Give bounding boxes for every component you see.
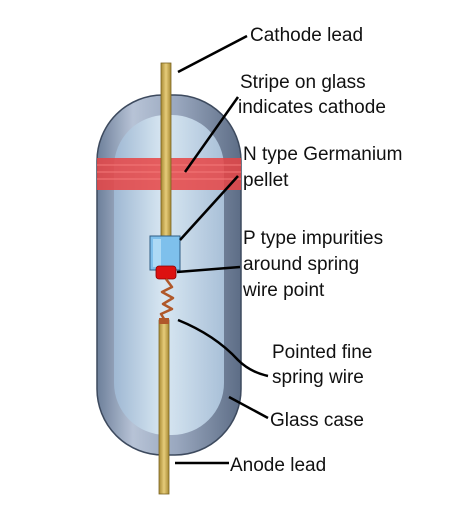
ptype-label-line3: wire point: [242, 280, 325, 301]
ptype-label-line2: around spring: [243, 254, 359, 275]
cathode-lead: [160, 62, 172, 242]
anode-lead-label: Anode lead: [230, 455, 326, 476]
spring-label-line2: spring wire: [272, 367, 364, 388]
glass-case-label: Glass case: [270, 410, 364, 431]
spring-wire: [159, 278, 175, 323]
ntype-label-line2: pellet: [243, 170, 289, 191]
p-type-region: [155, 265, 177, 280]
leader-lines: [175, 34, 269, 465]
cathode-lead-label: Cathode lead: [250, 25, 363, 46]
ptype-label-line1: P type impurities: [243, 228, 383, 249]
spring-label-line1: Pointed fine: [272, 342, 372, 363]
stripe-label-line1: Stripe on glass: [240, 72, 366, 93]
anode-lead: [158, 319, 170, 495]
ntype-label-line1: N type Germanium: [243, 144, 402, 165]
stripe-label-line2: indicates cathode: [238, 97, 386, 118]
